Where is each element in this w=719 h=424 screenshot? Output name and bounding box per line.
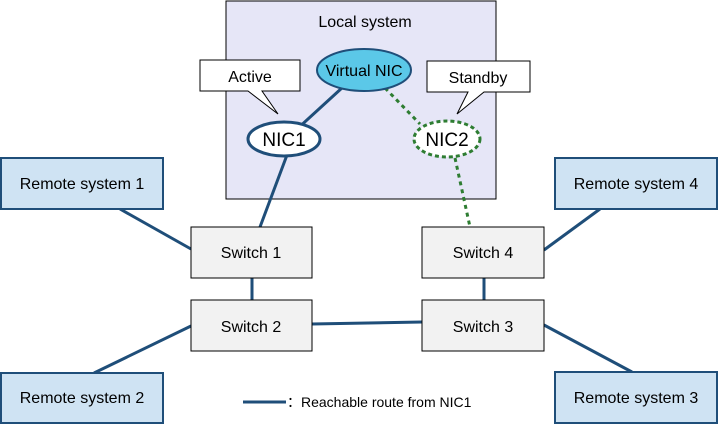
- nic1-node: NIC1: [246, 120, 322, 158]
- link-remote2-switch2: [93, 324, 192, 375]
- remote-system-1: Remote system 1: [0, 157, 164, 210]
- link-virtualnic-nic2: [383, 86, 422, 126]
- remote-system-2-label: Remote system 2: [20, 390, 145, 407]
- link-remote1-switch1: [119, 207, 192, 251]
- link-switch2-switch3: [311, 320, 423, 326]
- switch-2: Switch 2: [190, 299, 313, 352]
- connection-lines: [93, 85, 633, 375]
- remote-system-3-label: Remote system 3: [574, 390, 699, 407]
- virtual-nic-node: Virtual NIC: [316, 48, 412, 92]
- standby-callout-label: Standby: [449, 70, 508, 87]
- switch-3-label: Switch 3: [453, 319, 514, 336]
- remote-system-4-label: Remote system 4: [574, 176, 699, 193]
- standby-route-lines: [383, 86, 472, 228]
- nic2-label: NIC2: [425, 130, 468, 151]
- remote-system-4: Remote system 4: [554, 157, 718, 210]
- active-callout: Active: [199, 59, 301, 115]
- link-remote4-switch4: [543, 207, 601, 252]
- local-system-box: [225, 0, 497, 200]
- remote-system-1-label: Remote system 1: [20, 176, 145, 193]
- remote-system-2: Remote system 2: [0, 372, 164, 424]
- switch-3: Switch 3: [421, 299, 545, 352]
- switch-1-label: Switch 1: [221, 245, 282, 262]
- link-nic1-switch1: [258, 154, 289, 228]
- legend-text: ：Reachable route from NIC1: [287, 394, 472, 410]
- local-system-title: Local system: [318, 14, 411, 31]
- standby-callout: Standby: [426, 60, 531, 115]
- switch-1: Switch 1: [190, 226, 313, 279]
- switch-4-label: Switch 4: [453, 245, 514, 262]
- switch-2-label: Switch 2: [221, 319, 282, 336]
- nic1-label: NIC1: [262, 130, 305, 151]
- virtual-nic-label: Virtual NIC: [325, 63, 402, 80]
- legend: ：Reachable route from NIC1: [243, 394, 472, 410]
- nic2-node: NIC2: [412, 119, 482, 159]
- link-remote3-switch3: [543, 323, 633, 374]
- active-callout-label: Active: [228, 69, 272, 86]
- switch-4: Switch 4: [421, 226, 545, 279]
- link-virtualnic-nic1: [294, 85, 345, 132]
- link-nic2-switch4: [453, 157, 472, 228]
- remote-system-3: Remote system 3: [554, 371, 718, 424]
